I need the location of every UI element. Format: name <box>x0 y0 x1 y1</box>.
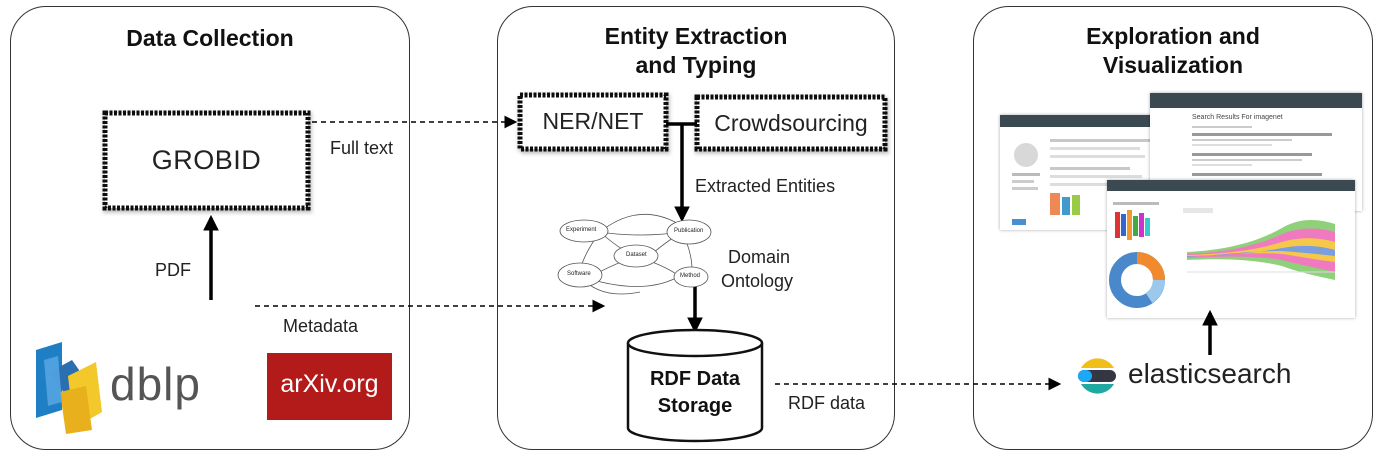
ontology-node-method <box>673 266 709 288</box>
ontology-node-dataset <box>613 244 659 268</box>
stream-chart-preview <box>1109 202 1335 308</box>
ontology-node-software-label: Software <box>567 271 591 277</box>
entity-extraction-title-line1: Entity Extraction <box>604 23 788 49</box>
ner-net-label: NER/NET <box>542 108 644 134</box>
ontology-node-method-label: Method <box>680 273 701 279</box>
rdf-storage-label-line1: RDF Data <box>649 368 740 390</box>
search-results-title: Search Results For imagenet <box>1192 114 1283 121</box>
dblp-logo-icon <box>36 342 102 434</box>
domain-ontology-label-line1: Domain <box>728 247 791 267</box>
rdf-data-label: RDF data <box>788 393 866 413</box>
exploration-title-line1: Exploration and <box>1086 23 1260 49</box>
elasticsearch-logo-text: elasticsearch <box>1128 358 1292 389</box>
rdf-storage-cylinder <box>626 328 764 443</box>
full-text-label: Full text <box>330 138 394 158</box>
rdf-storage-label-line2: Storage <box>657 395 733 417</box>
ontology-node-software <box>557 262 603 288</box>
metadata-label: Metadata <box>283 316 359 336</box>
crowdsourcing-label: Crowdsourcing <box>714 110 868 136</box>
grobid-label: GROBID <box>151 145 262 175</box>
elasticsearch-logo-icon <box>1078 357 1116 395</box>
entity-extraction-title-line2: and Typing <box>635 52 757 78</box>
profile-page-preview <box>1012 139 1150 225</box>
grobid-box <box>102 110 311 211</box>
explorer-screenshot-chart <box>1107 180 1355 318</box>
ontology-node-dataset-label: Dataset <box>626 252 647 258</box>
domain-ontology-label-line2: Ontology <box>721 271 794 291</box>
exploration-title-line2: Visualization <box>1102 52 1244 78</box>
ontology-node-publication-label: Publication <box>674 228 704 234</box>
ontology-node-experiment-label: Experiment <box>566 227 597 233</box>
ontology-node-publication <box>666 219 712 245</box>
ner-net-box <box>517 92 669 152</box>
dblp-logo-text: dblp <box>110 358 201 410</box>
arxiv-logo <box>267 353 392 420</box>
extracted-entities-label: Extracted Entities <box>695 176 836 196</box>
ontology-node-experiment <box>559 219 609 243</box>
search-results-preview <box>1192 126 1332 176</box>
domain-ontology-graph <box>557 214 712 295</box>
pdf-label: PDF <box>155 260 191 280</box>
crowdsourcing-box <box>694 94 888 152</box>
arxiv-logo-text: arXiv.org <box>280 370 379 398</box>
data-collection-title: Data Collection <box>126 25 294 51</box>
